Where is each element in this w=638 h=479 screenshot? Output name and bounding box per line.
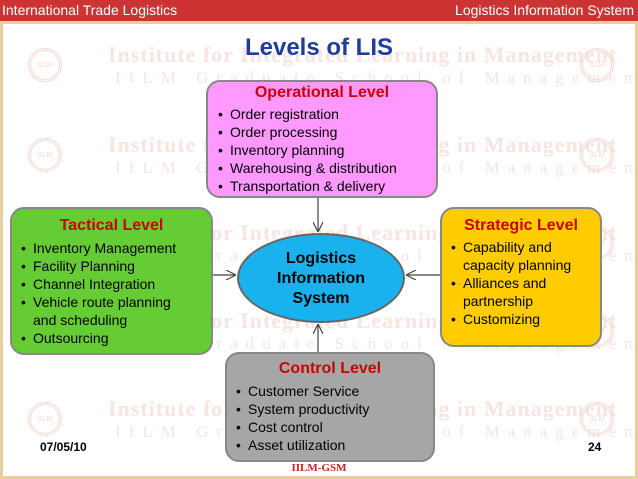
control-level-title: Control Level xyxy=(278,360,382,377)
list-item: Order registration xyxy=(218,105,436,123)
strategic-level-title: Strategic Level xyxy=(464,217,578,234)
center-system-label: Logistics Information System xyxy=(239,249,403,309)
watermark-seal-icon: IILM xyxy=(28,402,62,436)
list-item: Channel Integration xyxy=(21,275,211,293)
center-system-ellipse: Logistics Information System xyxy=(237,233,405,323)
center-system-label-text: Logistics Information System xyxy=(277,250,365,307)
watermark-seal-icon: IILM xyxy=(28,48,62,82)
watermark-seal-icon: IILM xyxy=(580,402,614,436)
operational-level-box: Operational Level Order registration Ord… xyxy=(206,80,438,198)
list-item: Outsourcing xyxy=(21,329,211,347)
list-item: Facility Planning xyxy=(21,257,211,275)
tactical-level-list: Inventory Management Facility Planning C… xyxy=(12,239,211,347)
footer-org: IILM-GSM xyxy=(222,462,416,476)
frame-top xyxy=(0,21,638,24)
watermark-seal-icon: IILM xyxy=(580,48,614,82)
list-item: Alliances and partnership xyxy=(451,274,578,310)
slide-date: 07/05/10 xyxy=(40,440,87,454)
list-item: Capability and capacity planning xyxy=(451,238,588,274)
header-left-text: International Trade Logistics xyxy=(2,2,178,18)
list-item: Customer Service xyxy=(236,382,433,400)
tactical-level-box: Tactical Level Inventory Management Faci… xyxy=(10,207,213,355)
list-item: Transportation & delivery xyxy=(218,177,436,195)
strategic-level-box: Strategic Level Capability and capacity … xyxy=(440,207,602,347)
list-item: Customizing xyxy=(451,310,600,328)
header-right-text: Logistics Information System xyxy=(455,2,634,18)
control-level-box: Control Level Customer Service System pr… xyxy=(225,352,435,462)
operational-level-list: Order registration Order processing Inve… xyxy=(208,105,436,195)
slide-title: Levels of LIS xyxy=(244,34,394,61)
list-item: Inventory Management xyxy=(21,239,211,257)
list-item: Warehousing & distribution xyxy=(218,159,436,177)
frame-bottom xyxy=(0,476,638,479)
list-item: System productivity xyxy=(236,400,433,418)
page-number: 24 xyxy=(588,440,602,454)
watermark-line1: Institute for Integrated Learning in Man… xyxy=(108,42,618,67)
list-item: Order processing xyxy=(218,123,436,141)
watermark-seal-icon: IILM xyxy=(28,138,62,172)
list-item: Asset utilization xyxy=(236,436,433,454)
list-item: Vehicle route planning and scheduling xyxy=(21,293,183,329)
operational-level-title: Operational Level xyxy=(254,84,390,101)
frame-right xyxy=(635,21,638,479)
tactical-level-title: Tactical Level xyxy=(59,217,164,234)
strategic-level-list: Capability and capacity planning Allianc… xyxy=(442,238,600,328)
frame-left xyxy=(0,21,3,479)
list-item: Cost control xyxy=(236,418,433,436)
watermark-seal-icon: IILM xyxy=(580,138,614,172)
header-bar: International Trade Logistics Logistics … xyxy=(0,0,638,21)
control-level-list: Customer Service System productivity Cos… xyxy=(227,382,433,454)
list-item: Inventory planning xyxy=(218,141,436,159)
